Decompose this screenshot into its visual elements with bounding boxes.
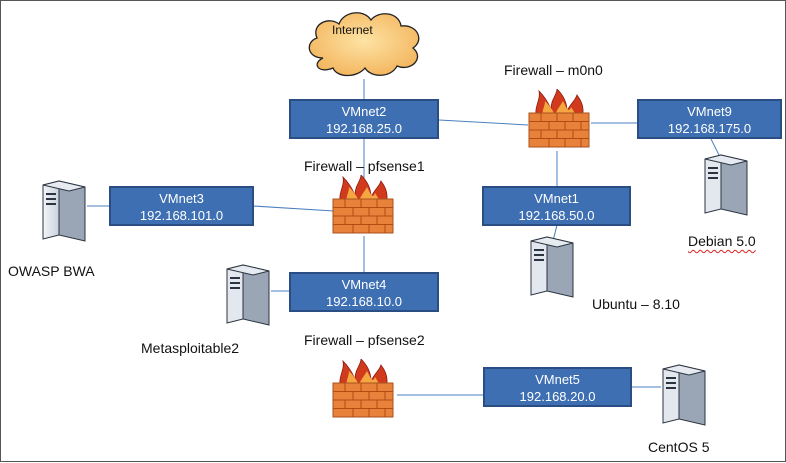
- server-centos-icon: [662, 364, 706, 426]
- host-ubuntu-label: Ubuntu – 8.10: [592, 296, 680, 312]
- firewall-pfsense1-icon: [332, 175, 394, 234]
- network-vmnet1-subnet: 192.168.50.0: [518, 208, 595, 223]
- cloud-icon: [308, 12, 420, 77]
- network-vmnet5-name: VMnet5: [535, 372, 580, 387]
- server-metasploitable-icon: [226, 264, 270, 326]
- host-owasp-label: OWASP BWA: [8, 263, 95, 279]
- host-debian-label-wrap: Debian 5.0: [688, 233, 756, 249]
- host-metasploitable-label: Metasploitable2: [141, 340, 240, 356]
- host-centos-label: CentOS 5: [648, 439, 710, 455]
- network-vmnet4: VMnet4 192.168.10.0: [289, 272, 439, 312]
- network-vmnet2-name: VMnet2: [341, 104, 387, 119]
- network-vmnet2-subnet: 192.168.25.0: [326, 121, 402, 136]
- firewall-m0n0-label: Firewall – m0n0: [504, 62, 603, 78]
- network-vmnet3: VMnet3 192.168.101.0: [109, 186, 254, 226]
- server-owasp-icon: [42, 180, 86, 242]
- firewall-pfsense2-icon: [332, 359, 394, 418]
- network-vmnet2: VMnet2 192.168.25.0: [289, 99, 439, 139]
- network-vmnet1: VMnet1 192.168.50.0: [482, 186, 631, 226]
- server-debian-icon: [704, 154, 748, 216]
- server-ubuntu-icon: [530, 236, 574, 298]
- network-vmnet9-name: VMnet9: [687, 104, 732, 119]
- network-vmnet3-name: VMnet3: [159, 191, 204, 206]
- firewall-pfsense2-label: Firewall – pfsense2: [304, 332, 425, 348]
- network-vmnet4-name: VMnet4: [341, 277, 387, 292]
- internet-label: Internet: [332, 23, 373, 37]
- network-vmnet3-subnet: 192.168.101.0: [139, 208, 224, 223]
- network-vmnet9-subnet: 192.168.175.0: [667, 121, 752, 136]
- network-vmnet5-subnet: 192.168.20.0: [519, 389, 596, 404]
- firewall-pfsense1-label: Firewall – pfsense1: [304, 158, 425, 174]
- network-vmnet4-subnet: 192.168.10.0: [326, 294, 402, 309]
- link-vmnet3-pfsense1: [252, 205, 335, 212]
- firewall-m0n0-icon: [528, 89, 590, 148]
- host-debian-label: Debian 5.0: [688, 233, 756, 249]
- link-vmnet2-m0n0: [438, 119, 529, 126]
- network-vmnet5: VMnet5 192.168.20.0: [483, 367, 632, 407]
- network-vmnet1-name: VMnet1: [534, 191, 579, 206]
- network-vmnet9: VMnet9 192.168.175.0: [637, 99, 782, 139]
